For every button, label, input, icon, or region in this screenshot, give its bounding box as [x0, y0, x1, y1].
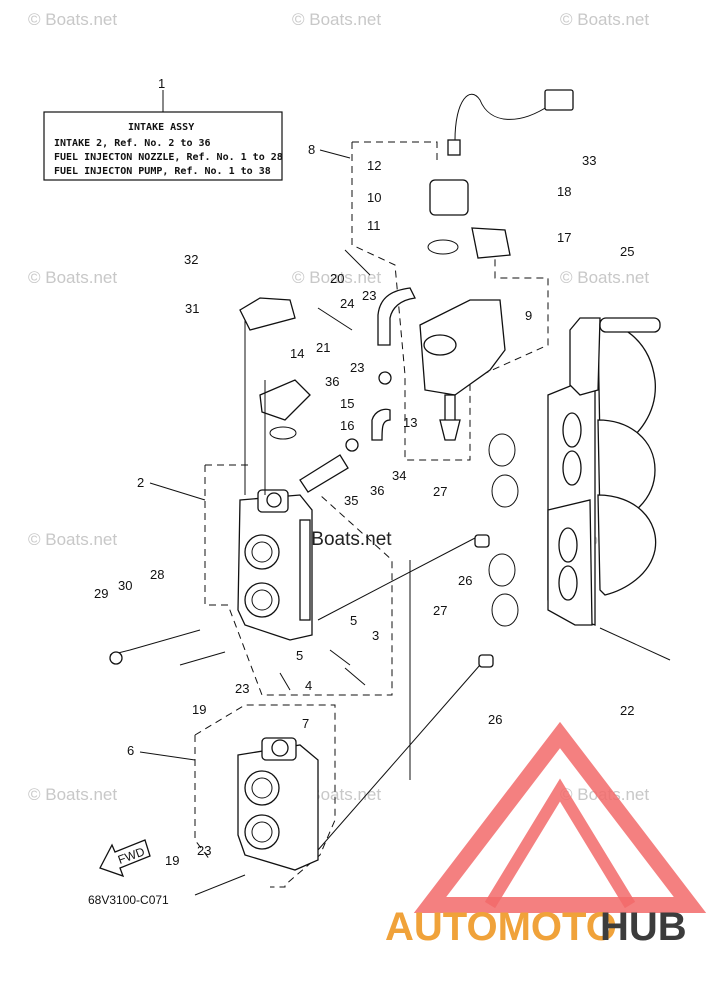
fuel-pump-parts: [419, 89, 574, 441]
callout-2: 2: [137, 475, 144, 490]
callout-22: 22: [620, 703, 634, 718]
part-callouts: 1 2 3 4 5 5 6 7 8 9 10 11 12 13 14 15 16…: [94, 76, 634, 868]
callout-18: 18: [557, 184, 571, 199]
callout-10: 10: [367, 190, 381, 205]
reference-lines: [244, 320, 481, 851]
callout-9: 9: [525, 308, 532, 323]
fwd-arrow-icon: FWD: [99, 839, 151, 878]
callout-7: 7: [302, 716, 309, 731]
callout-23a: 23: [362, 288, 376, 303]
callout-24: 24: [340, 296, 354, 311]
watermark-text: © Boats.net: [560, 268, 649, 287]
hoses: [299, 287, 416, 493]
callout-28: 28: [150, 567, 164, 582]
callout-34: 34: [392, 468, 406, 483]
watermark-text: © Boats.net: [560, 10, 649, 29]
group-outlines: [194, 141, 549, 888]
callout-23d: 23: [197, 843, 211, 858]
automotohub-logo: AUTOMOTO HUB: [385, 721, 707, 949]
callout-5b: 5: [296, 648, 303, 663]
o-rings: [488, 433, 519, 627]
callout-29: 29: [94, 586, 108, 601]
legend-box: INTAKE ASSY INTAKE 2, Ref. No. 2 to 36 F…: [43, 90, 283, 181]
watermark-text: © Boats.net: [292, 10, 381, 29]
logo-text-primary: AUTOMOTO: [385, 905, 617, 949]
callout-26a: 26: [458, 573, 472, 588]
callout-35: 35: [344, 493, 358, 508]
callout-31: 31: [185, 301, 199, 316]
callout-36b: 36: [370, 483, 384, 498]
legend-line: INTAKE 2, Ref. No. 2 to 36: [54, 138, 211, 149]
callout-14: 14: [290, 346, 304, 361]
callout-26b: 26: [488, 712, 502, 727]
callout-33: 33: [582, 153, 596, 168]
callout-19a: 19: [192, 702, 206, 717]
legend-title: INTAKE ASSY: [128, 122, 194, 133]
callout-21: 21: [316, 340, 330, 355]
legend-line: FUEL INJECTON NOZZLE, Ref. No. 1 to 28: [54, 152, 283, 163]
callout-27a: 27: [433, 484, 447, 499]
watermark-text: © Boats.net: [28, 530, 117, 549]
callout-19b: 19: [165, 853, 179, 868]
watermark-text: © Boats.net: [28, 785, 117, 804]
callout-15: 15: [340, 396, 354, 411]
watermark-text: © Boats.net: [292, 268, 381, 287]
logo-text-secondary: HUB: [600, 905, 687, 949]
dowel-pins: [474, 534, 494, 668]
callout-8: 8: [308, 142, 315, 157]
throttle-body-lower: [237, 737, 319, 871]
callout-6: 6: [127, 743, 134, 758]
callout-20: 20: [330, 271, 344, 286]
watermark-text-center: © Boats.net: [292, 529, 392, 550]
throttle-body-upper: [237, 489, 313, 641]
callout-32: 32: [184, 252, 198, 267]
callout-16: 16: [340, 418, 354, 433]
callout-25: 25: [620, 244, 634, 259]
diagram-code: 68V3100-C071: [88, 893, 169, 907]
legend-line: FUEL INJECTON PUMP, Ref. No. 1 to 38: [54, 166, 271, 177]
callout-23c: 23: [235, 681, 249, 696]
callout-17: 17: [557, 230, 571, 245]
callout-13: 13: [403, 415, 417, 430]
callout-5a: 5: [350, 613, 357, 628]
callout-27b: 27: [433, 603, 447, 618]
callout-1: 1: [158, 76, 165, 91]
watermark-text: © Boats.net: [28, 10, 117, 29]
callout-11: 11: [367, 218, 381, 233]
sensor-and-bracket: [239, 297, 311, 440]
callout-3: 3: [372, 628, 379, 643]
watermark-text: © Boats.net: [28, 268, 117, 287]
callout-4: 4: [305, 678, 312, 693]
intake-manifold: [547, 317, 661, 626]
bolts: [109, 249, 671, 896]
callout-36a: 36: [325, 374, 339, 389]
callout-30: 30: [118, 578, 132, 593]
callout-12: 12: [367, 158, 381, 173]
callout-23b: 23: [350, 360, 364, 375]
